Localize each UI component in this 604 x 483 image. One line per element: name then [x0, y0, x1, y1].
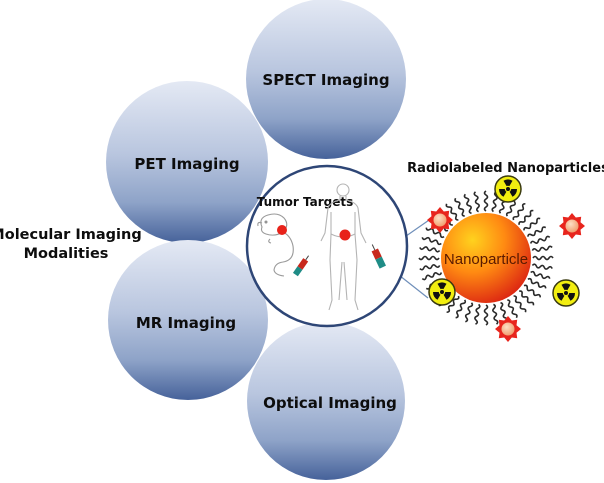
modality-spect: SPECT Imaging — [246, 0, 406, 159]
polymer-chain — [522, 216, 542, 233]
syringe-icon — [292, 255, 310, 277]
polymer-chain — [473, 303, 481, 326]
polymer-chain — [473, 190, 481, 213]
radiation-icon — [552, 279, 580, 307]
optical-bubble — [247, 322, 405, 480]
mr-label: MR Imaging — [136, 314, 236, 332]
polymer-chain — [531, 263, 554, 271]
side-label-line1: Molecular Imaging — [0, 227, 142, 243]
polymer-chain — [483, 304, 489, 326]
radiolabeled-nanoparticle: Radiolabeled Nanoparticles Nanoparticle — [407, 161, 604, 342]
modality-mr: MR Imaging — [108, 240, 268, 400]
polymer-chain — [529, 270, 551, 281]
nanoparticle-title: Radiolabeled Nanoparticles — [407, 161, 604, 176]
polymer-chain — [526, 277, 548, 291]
optical-label: Optical Imaging — [263, 394, 397, 412]
polymer-chain — [418, 245, 441, 253]
polymer-chain — [529, 235, 551, 246]
polymer-chain — [463, 301, 474, 323]
polymer-chain — [463, 193, 474, 215]
nanoparticle-core — [441, 213, 531, 303]
polymer-chain — [421, 235, 443, 246]
tumor-targets-label: Tumor Targets — [257, 195, 354, 209]
polymer-chain — [532, 255, 554, 261]
polymer-chain — [418, 255, 440, 261]
star-label-icon — [559, 213, 585, 239]
modality-pet: PET Imaging — [106, 81, 268, 243]
radiation-icon — [494, 175, 522, 203]
polymer-chain — [491, 303, 499, 326]
modality-optical: Optical Imaging — [247, 322, 405, 480]
star-label-icon — [495, 316, 521, 342]
polymer-chain — [511, 294, 528, 314]
spect-label: SPECT Imaging — [262, 71, 389, 89]
mouse-icon — [257, 213, 294, 277]
mr-bubble — [108, 240, 268, 400]
polymer-chain — [483, 190, 489, 212]
star-label-icon — [427, 207, 453, 233]
side-label-line2: Modalities — [24, 246, 109, 262]
human-tumor — [339, 229, 351, 241]
tumor-targets-panel: Tumor Targets — [245, 164, 409, 328]
center-ring — [245, 164, 409, 328]
syringe-icon — [371, 244, 386, 269]
spect-bubble — [246, 0, 406, 159]
nanoparticle-core-label: Nanoparticle — [444, 251, 528, 268]
polymer-chain — [418, 263, 441, 271]
pet-label: PET Imaging — [134, 155, 239, 173]
polymer-chain — [531, 245, 554, 253]
pet-bubble — [106, 81, 268, 243]
mouse-tumor — [277, 225, 287, 235]
polymer-chain — [453, 298, 467, 320]
radiation-icon — [428, 278, 456, 306]
